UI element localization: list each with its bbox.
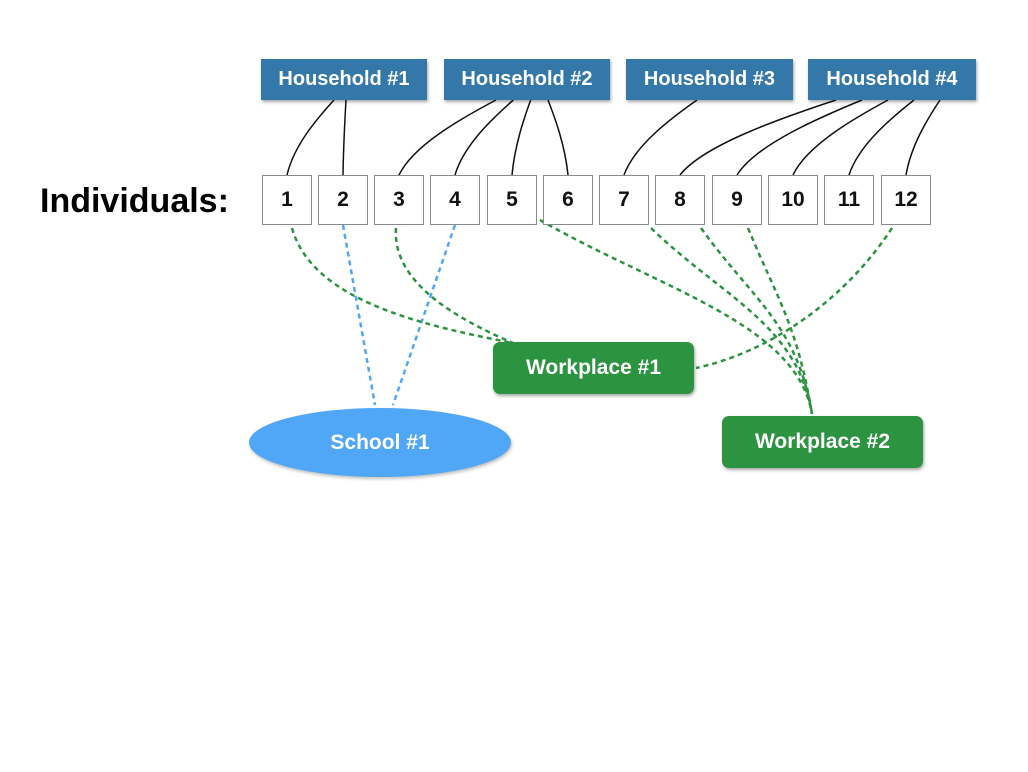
individual-7: 7: [599, 175, 649, 225]
household-2-link-5: [511, 99, 532, 176]
household-4-link-8: [679, 99, 837, 176]
household-2-node: Household #2: [444, 59, 610, 100]
household-3-link-7: [623, 99, 698, 176]
individual-6: 6: [543, 175, 593, 225]
individual-8: 8: [655, 175, 705, 225]
individual-9: 9: [712, 175, 762, 225]
individual-1: 1: [262, 175, 312, 225]
household-4-link-10: [792, 99, 889, 176]
household-4-node: Household #4: [808, 59, 976, 100]
workplace-1-link-12: [695, 227, 894, 370]
household-1-link-2: [342, 99, 347, 176]
individual-11: 11: [824, 175, 874, 225]
household-2-link-6: [547, 99, 569, 176]
workplace-2-link-8: [699, 227, 814, 415]
household-3-node: Household #3: [626, 59, 793, 100]
household-4-link-11: [848, 99, 915, 176]
individual-2: 2: [318, 175, 368, 225]
workplace-2-node: Workplace #2: [722, 416, 923, 468]
household-4-link-9: [736, 99, 863, 176]
workplace-1-link-3: [394, 227, 514, 345]
individuals-row-label: Individuals:: [40, 182, 229, 220]
workplace-2-link-9: [746, 227, 814, 415]
individual-5: 5: [487, 175, 537, 225]
school-1-node: School #1: [249, 408, 511, 477]
household-2-link-3: [398, 99, 497, 176]
household-1-link-1: [286, 99, 335, 176]
individual-12: 12: [881, 175, 931, 225]
individual-10: 10: [768, 175, 818, 225]
individual-3: 3: [374, 175, 424, 225]
workplace-2-link-7: [650, 227, 814, 415]
household-2-link-4: [454, 99, 514, 176]
workplace-1-node: Workplace #1: [493, 342, 694, 394]
household-4-link-12: [905, 99, 941, 176]
household-1-node: Household #1: [261, 59, 427, 100]
individual-4: 4: [430, 175, 480, 225]
workplace-2-link-5: [539, 218, 814, 415]
workplace-1-link-1: [290, 227, 514, 345]
school-1-link-4: [391, 224, 457, 406]
school-1-link-2: [341, 224, 377, 406]
